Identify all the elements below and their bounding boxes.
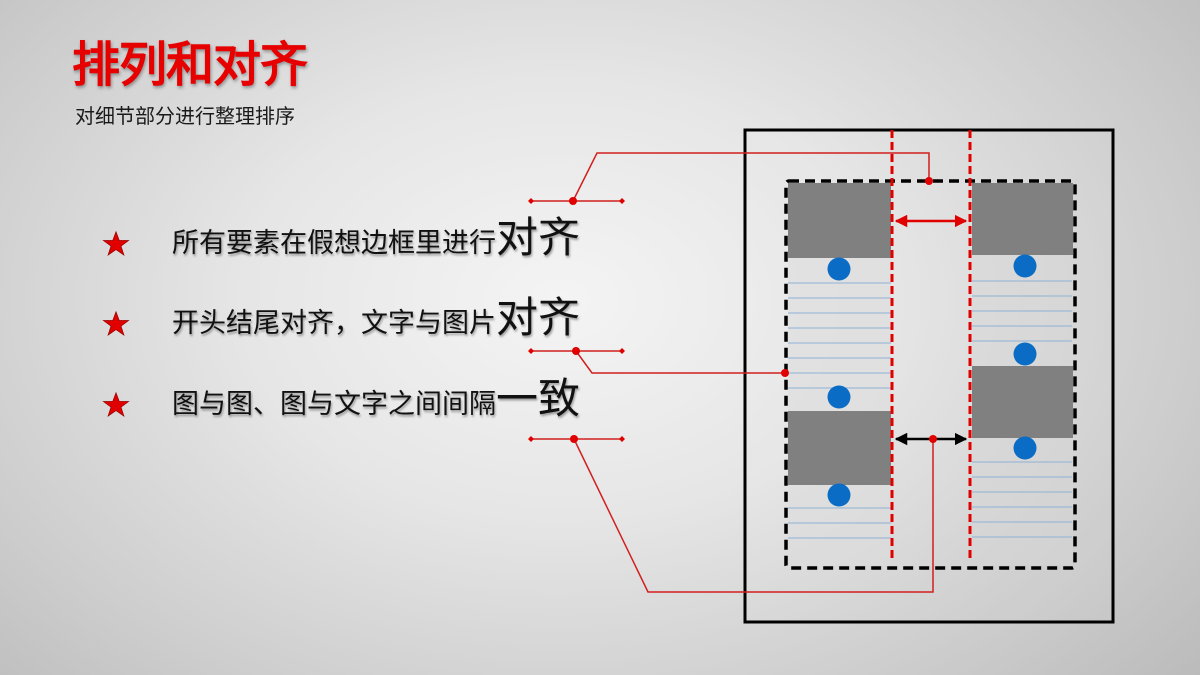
bullet-item-2: 开头结尾对齐，文字与图片对齐 [102,292,580,342]
blue-dot [827,483,851,507]
blue-dot [827,257,851,281]
image-block [788,183,891,258]
slide-subtitle: 对细节部分进行整理排序 [75,104,295,128]
blue-dot [1013,436,1037,460]
right-column [972,183,1073,565]
bullet-emphasis: 对齐 [496,293,581,342]
red-star-icon [102,310,130,336]
bullet-text: 所有要素在假想边框里进行对齐 [172,213,581,262]
text-lines [972,280,1072,538]
connector-2 [575,350,785,374]
bullet-item-1: 所有要素在假想边框里进行对齐 [102,212,580,262]
slide-title: 排列和对齐 [72,37,308,93]
bullet-text: 图与图、图与文字之间间隔一致 [172,374,581,423]
red-star-icon [102,230,130,256]
image-block [788,411,891,485]
image-block [972,183,1073,255]
connector-1 [572,152,930,202]
blue-dot [827,385,851,409]
bullet-text: 开头结尾对齐，文字与图片对齐 [172,293,581,342]
red-star-icon [102,391,130,417]
image-block [972,366,1073,438]
bullet-emphasis: 对齐 [496,213,581,262]
blue-dot [1013,342,1037,366]
blue-dot [1013,254,1037,278]
bullet-emphasis: 一致 [496,374,581,423]
connector-dots [528,177,937,443]
text-lines [788,282,891,539]
left-column [788,183,891,565]
bullet-item-3: 图与图、图与文字之间间隔一致 [102,373,580,423]
connector-3 [573,438,934,593]
